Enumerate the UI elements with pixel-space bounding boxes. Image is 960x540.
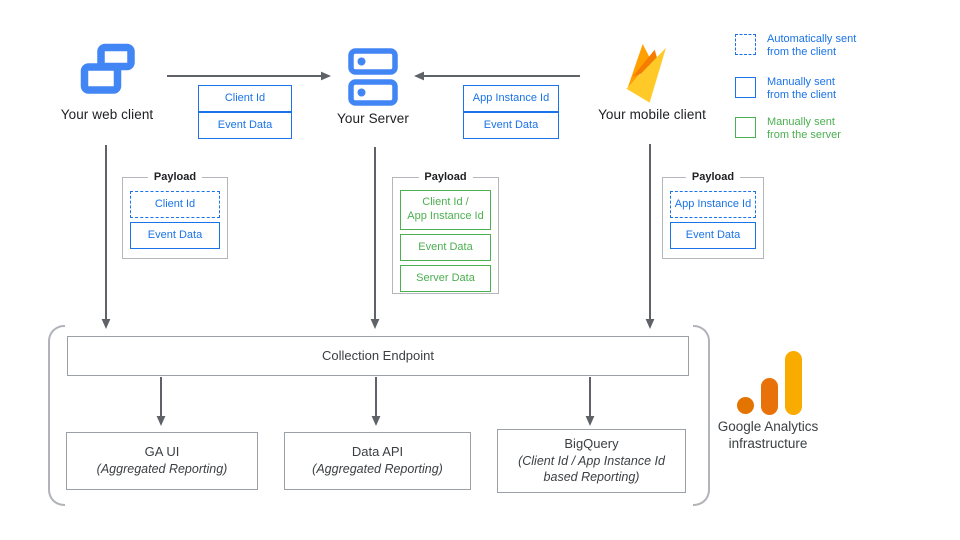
legend-label: Manually sent from the server xyxy=(767,116,841,141)
output-name: Data API xyxy=(351,444,404,460)
output-name: GA UI xyxy=(144,444,180,460)
legend-label: Manually sent from the client xyxy=(767,76,837,101)
data-api-box: Data API (Aggregated Reporting) xyxy=(284,432,471,490)
infrastructure-bracket-right xyxy=(693,325,710,506)
ga-logo-bar-medium xyxy=(761,378,778,415)
mobile-client-label: Your mobile client xyxy=(598,107,706,122)
server-label: Your Server xyxy=(337,111,409,126)
payload-box-server: Payload Client Id / App Instance Id Even… xyxy=(392,171,499,294)
payload-box-mobile: Payload App Instance Id Event Data xyxy=(662,171,764,259)
flow-tag-app-instance-id: App Instance Id xyxy=(463,85,559,112)
ga-logo-bar-tall xyxy=(785,351,802,415)
legend-item-auto-client: Automatically sent from the client xyxy=(735,33,856,59)
payload-title: Payload xyxy=(418,171,473,183)
web-client-label: Your web client xyxy=(60,107,154,122)
payload-title: Payload xyxy=(147,171,203,183)
collection-endpoint-box: Collection Endpoint xyxy=(67,336,689,376)
legend-swatch-solid-blue xyxy=(735,77,756,98)
ga-logo-dot xyxy=(737,397,754,414)
firebase-icon xyxy=(626,44,666,103)
payload-item-event-data: Event Data xyxy=(130,222,220,249)
payload-title: Payload xyxy=(685,171,741,183)
payload-item-app-instance-id: App Instance Id xyxy=(670,191,756,218)
output-detail: (Aggregated Reporting) xyxy=(312,462,443,477)
flow-tag-client-id: Client Id xyxy=(198,85,292,112)
legend-label: Automatically sent from the client xyxy=(767,33,857,58)
flow-tag-event-data-web: Event Data xyxy=(198,112,292,139)
ga-ui-box: GA UI (Aggregated Reporting) xyxy=(66,432,258,490)
collection-endpoint-label: Collection Endpoint xyxy=(321,347,435,363)
payload-item-event-data: Event Data xyxy=(400,234,491,261)
legend-swatch-dashed-blue xyxy=(735,34,756,55)
payload-box-web: Payload Client Id Event Data xyxy=(122,171,228,259)
server-icon xyxy=(348,48,398,106)
payload-item-server-data: Server Data xyxy=(400,265,491,292)
legend-swatch-solid-green xyxy=(735,117,756,138)
flow-tag-event-data-mobile: Event Data xyxy=(463,112,559,139)
output-name: BigQuery xyxy=(564,436,619,452)
bigquery-box: BigQuery (Client Id / App Instance Id ba… xyxy=(497,429,686,493)
ga-infrastructure-label: Google Analytics infrastructure xyxy=(717,419,819,451)
output-detail: (Client Id / App Instance Id based Repor… xyxy=(518,454,665,485)
payload-item-client-id: Client Id xyxy=(130,191,220,218)
payload-item-client-or-app-id: Client Id / App Instance Id xyxy=(400,190,491,230)
output-detail: (Aggregated Reporting) xyxy=(96,462,228,477)
payload-item-event-data: Event Data xyxy=(670,222,756,249)
infrastructure-bracket-left xyxy=(48,325,65,506)
legend-item-manual-server: Manually sent from the server xyxy=(735,116,841,142)
web-client-icon xyxy=(80,43,135,94)
legend-item-manual-client: Manually sent from the client xyxy=(735,76,836,102)
